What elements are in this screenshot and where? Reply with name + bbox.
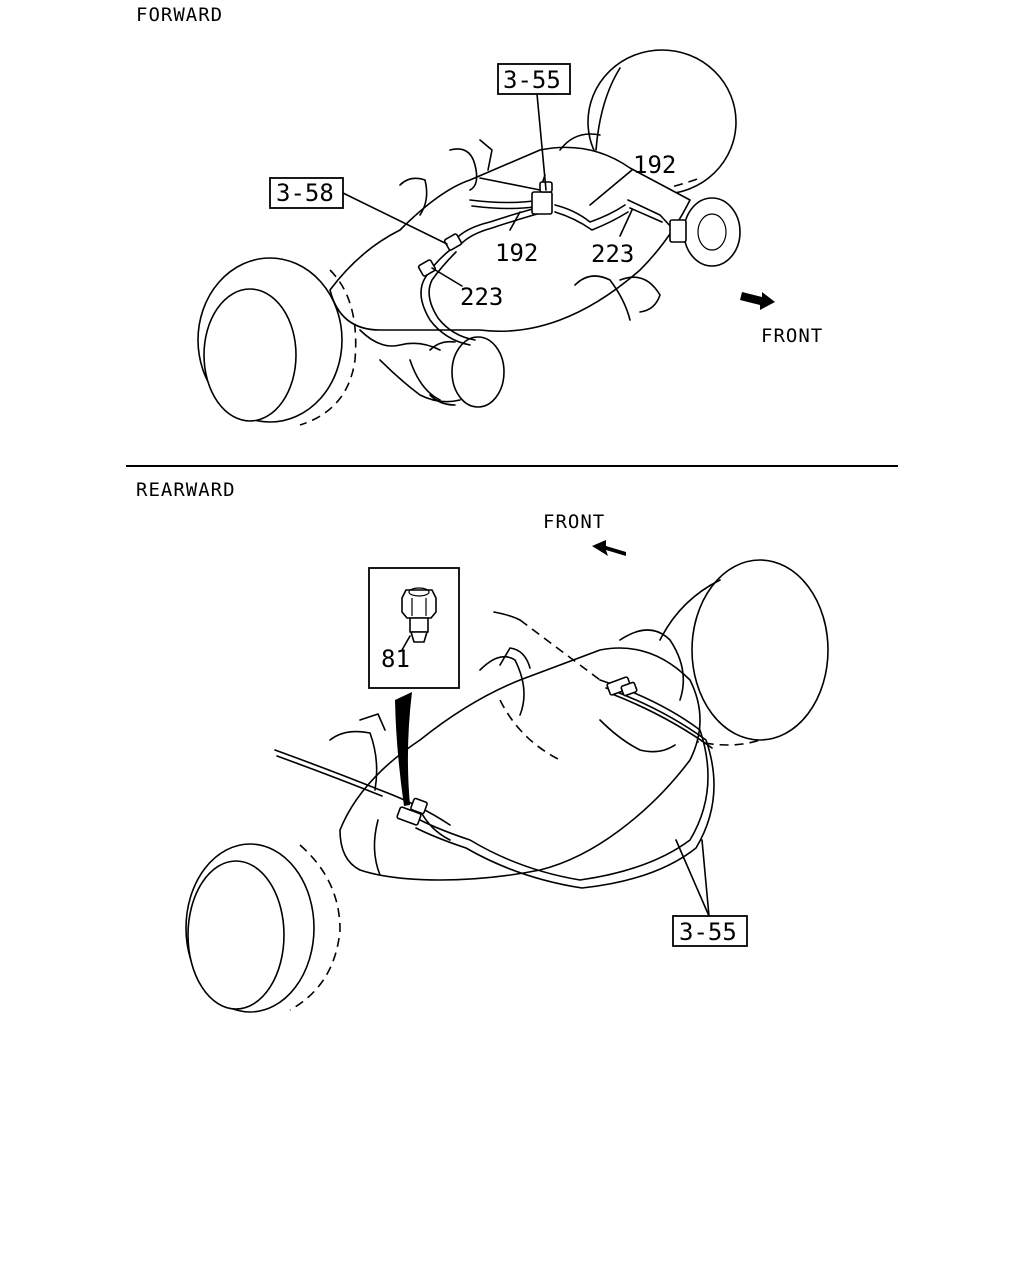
rearward-part-81: 81 [381,645,410,673]
forward-part-192-lower: 192 [495,239,538,267]
rearward-front-arrow-icon [592,540,626,556]
forward-section-title: FORWARD [136,4,223,26]
forward-part-192-upper: 192 [633,151,676,179]
rearward-inset-part-81 [368,567,460,689]
forward-front-arrow-icon [740,292,775,310]
forward-part-223-right: 223 [591,240,634,268]
rearward-front-label: FRONT [543,511,605,533]
forward-ref-3-58: 3-58 [276,179,334,207]
forward-ref-box-3-58 [269,177,344,209]
rearward-ref-3-55: 3-55 [679,918,737,946]
forward-front-label: FRONT [761,325,823,347]
rearward-section-title: REARWARD [136,479,236,501]
forward-ref-3-55: 3-55 [503,66,561,94]
forward-part-223-left: 223 [460,283,503,311]
rearward-ref-box-3-55 [672,915,748,947]
rearward-axle-drawing [185,559,829,1013]
rearward-leader-lines [675,839,710,917]
forward-ref-box-3-55 [497,63,571,95]
forward-leader-lines [342,93,633,287]
forward-axle-drawing [197,49,775,426]
